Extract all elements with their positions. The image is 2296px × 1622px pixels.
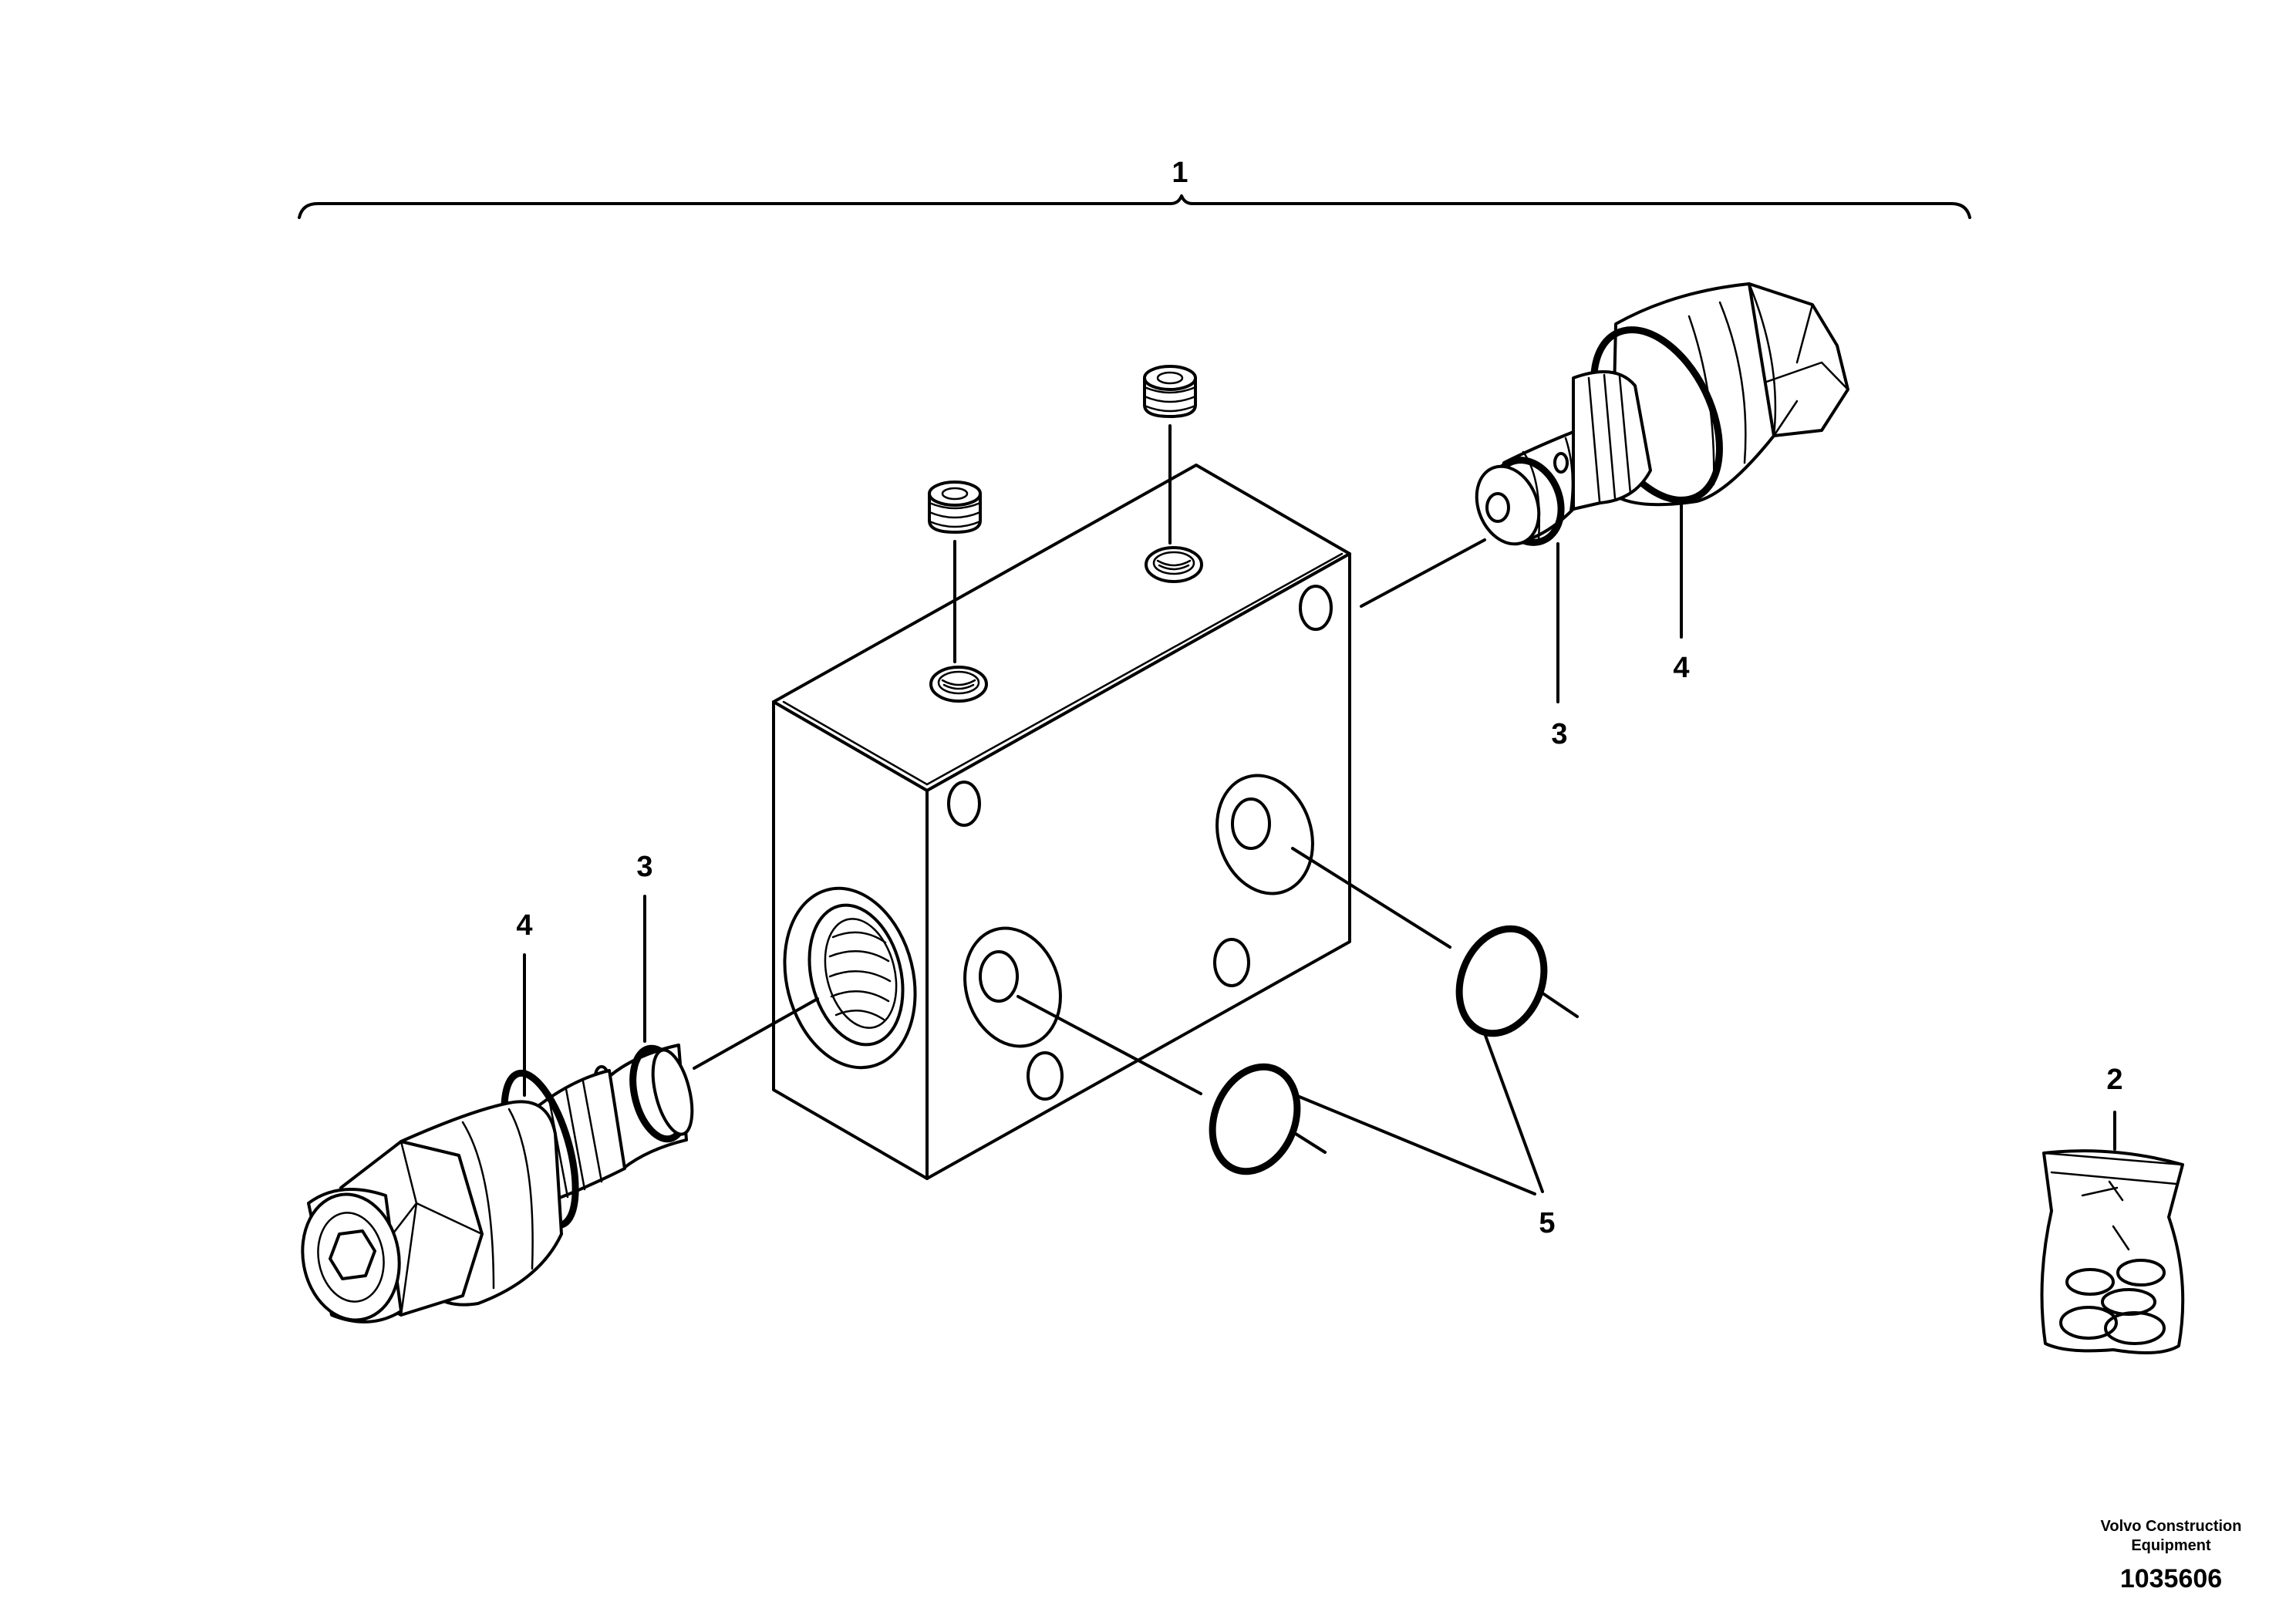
o-ring-lower <box>1017 995 1327 1175</box>
callout-3-left-label: 3 <box>636 851 652 883</box>
mounting-hole-lower-right <box>1213 938 1250 987</box>
mounting-hole-upper-left <box>947 781 981 827</box>
side-port-left <box>963 926 1062 1048</box>
o-ring-upper <box>1291 847 1579 1037</box>
top-port-right <box>1145 546 1203 583</box>
cartridge-valve-right <box>1475 282 1849 546</box>
seal-kit-bag <box>2040 1111 2185 1354</box>
top-port-left <box>929 666 988 703</box>
callout-3-right-label: 3 <box>1551 718 1567 750</box>
plug-right <box>1143 365 1197 545</box>
callout-2-label: 2 <box>2106 1064 2122 1096</box>
callout-4-right-label: 4 <box>1673 652 1689 684</box>
mounting-hole-lower-left <box>1027 1051 1064 1101</box>
front-port <box>783 886 917 1070</box>
document-number: 1035606 <box>2120 1564 2222 1593</box>
side-port-right <box>1215 774 1314 895</box>
callout-5-label: 5 <box>1539 1207 1555 1239</box>
company-name-line1: Volvo Construction <box>2101 1518 2242 1535</box>
cartridge-valve-left <box>301 1044 694 1324</box>
left-valve-leader <box>693 997 819 1070</box>
right-valve-leader <box>1360 538 1486 608</box>
plug-left <box>928 481 982 663</box>
mounting-hole-upper-right <box>1299 585 1333 631</box>
callout-5-leader-b <box>1294 1094 1536 1195</box>
callout-4-left-label: 4 <box>516 909 532 942</box>
company-name-line2: Equipment <box>2131 1537 2211 1554</box>
callout-5-leader-a <box>1483 1032 1544 1193</box>
valve-block <box>772 464 1351 1180</box>
assembly-bracket <box>298 194 1971 219</box>
callout-1-label: 1 <box>1172 157 1188 189</box>
